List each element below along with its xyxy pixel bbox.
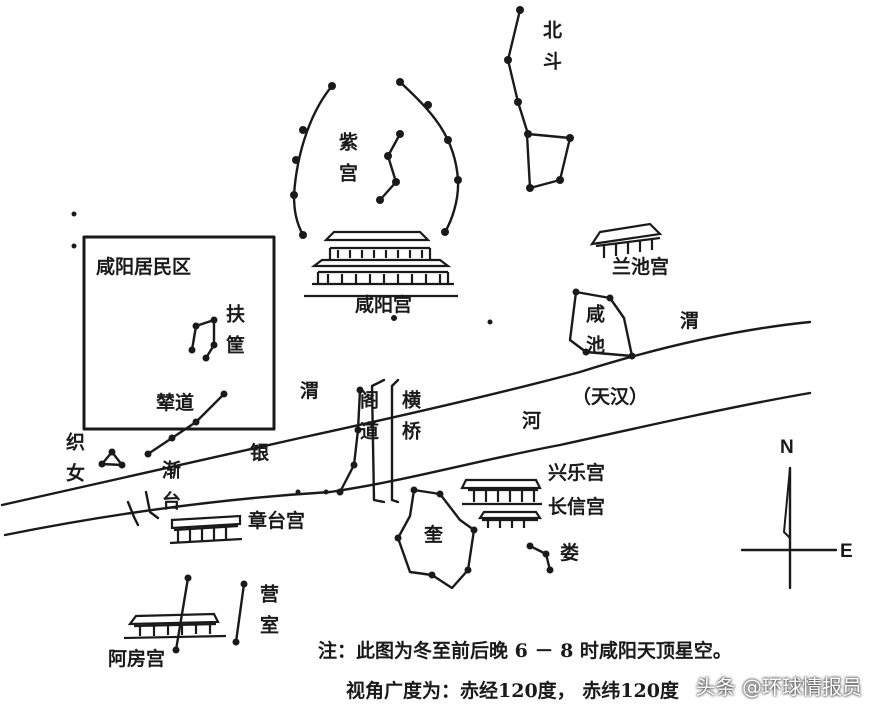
ziwei-inner-stars [378,132,402,202]
label-he: 河 [522,410,542,432]
label-yingshi: 营室 [257,584,279,646]
kui-stars [396,488,476,590]
label-gedao: 阁道 [357,390,379,452]
gedao-stars [338,388,362,494]
label-beidou: 北斗 [540,20,562,82]
label-kui: 奎 [424,524,444,546]
label-wei-right: 渭 [680,310,700,332]
fuzhi-stars [194,318,216,360]
xianyang-palace-building [304,230,458,298]
zhangtai-palace-building [169,514,243,545]
bridge-left-rail [370,378,386,504]
afang-palace-building [123,612,227,640]
label-niandao: 辇道 [156,392,195,414]
river-bank-south [3,391,812,537]
ziwei-left-arc [292,84,334,237]
changxin-palace-building [477,510,543,528]
note-line-1: 注：此图为冬至前后晚 6 － 8 时咸阳天顶星空。 [318,640,732,662]
compass-east-label: E [840,541,853,562]
label-fuzhi: 扶筐 [223,304,245,366]
label-wei-left: 渭 [300,380,320,402]
lou-stars [528,544,552,572]
niandao-stars [146,392,226,456]
ziwei-right-arc [398,80,460,234]
jiantai-stars [126,490,160,527]
label-xingle-palace: 兴乐宫 [548,462,606,484]
compass-needle [783,467,791,539]
note-line-2: 视角广度为：赤经120度， 赤纬120度 [346,680,679,702]
label-zigong: 紫宫 [336,132,358,194]
label-zhangtai-palace: 章台宫 [248,510,306,532]
label-jiantai: 渐台 [159,460,181,522]
bridge-right-rail [390,378,400,504]
label-tianhan: （天汉） [572,386,649,408]
label-hengqiao: 横桥 [399,390,421,452]
label-zhinu: 织女 [63,432,85,494]
label-xianchi: 咸池 [583,304,605,366]
label-yin: 银 [250,442,270,464]
river-bank-north [0,320,812,507]
xingle-palace-building [460,478,542,506]
label-residential: 咸阳居民区 [96,256,192,278]
big-dipper [506,8,572,190]
label-lanchi-palace: 兰池宫 [612,256,670,278]
label-lou: 娄 [560,542,580,564]
compass-north-label: N [780,437,794,458]
label-xianyang-palace: 咸阳宫 [355,294,413,316]
lanchi-palace-building [589,222,663,258]
zhinu-stars [100,450,124,467]
watermark: 头条 @环球情报员 [695,675,862,699]
residential-box [82,235,276,431]
label-changxin-palace: 长信宫 [548,496,606,518]
label-afang-palace: 阿房宫 [108,648,166,670]
